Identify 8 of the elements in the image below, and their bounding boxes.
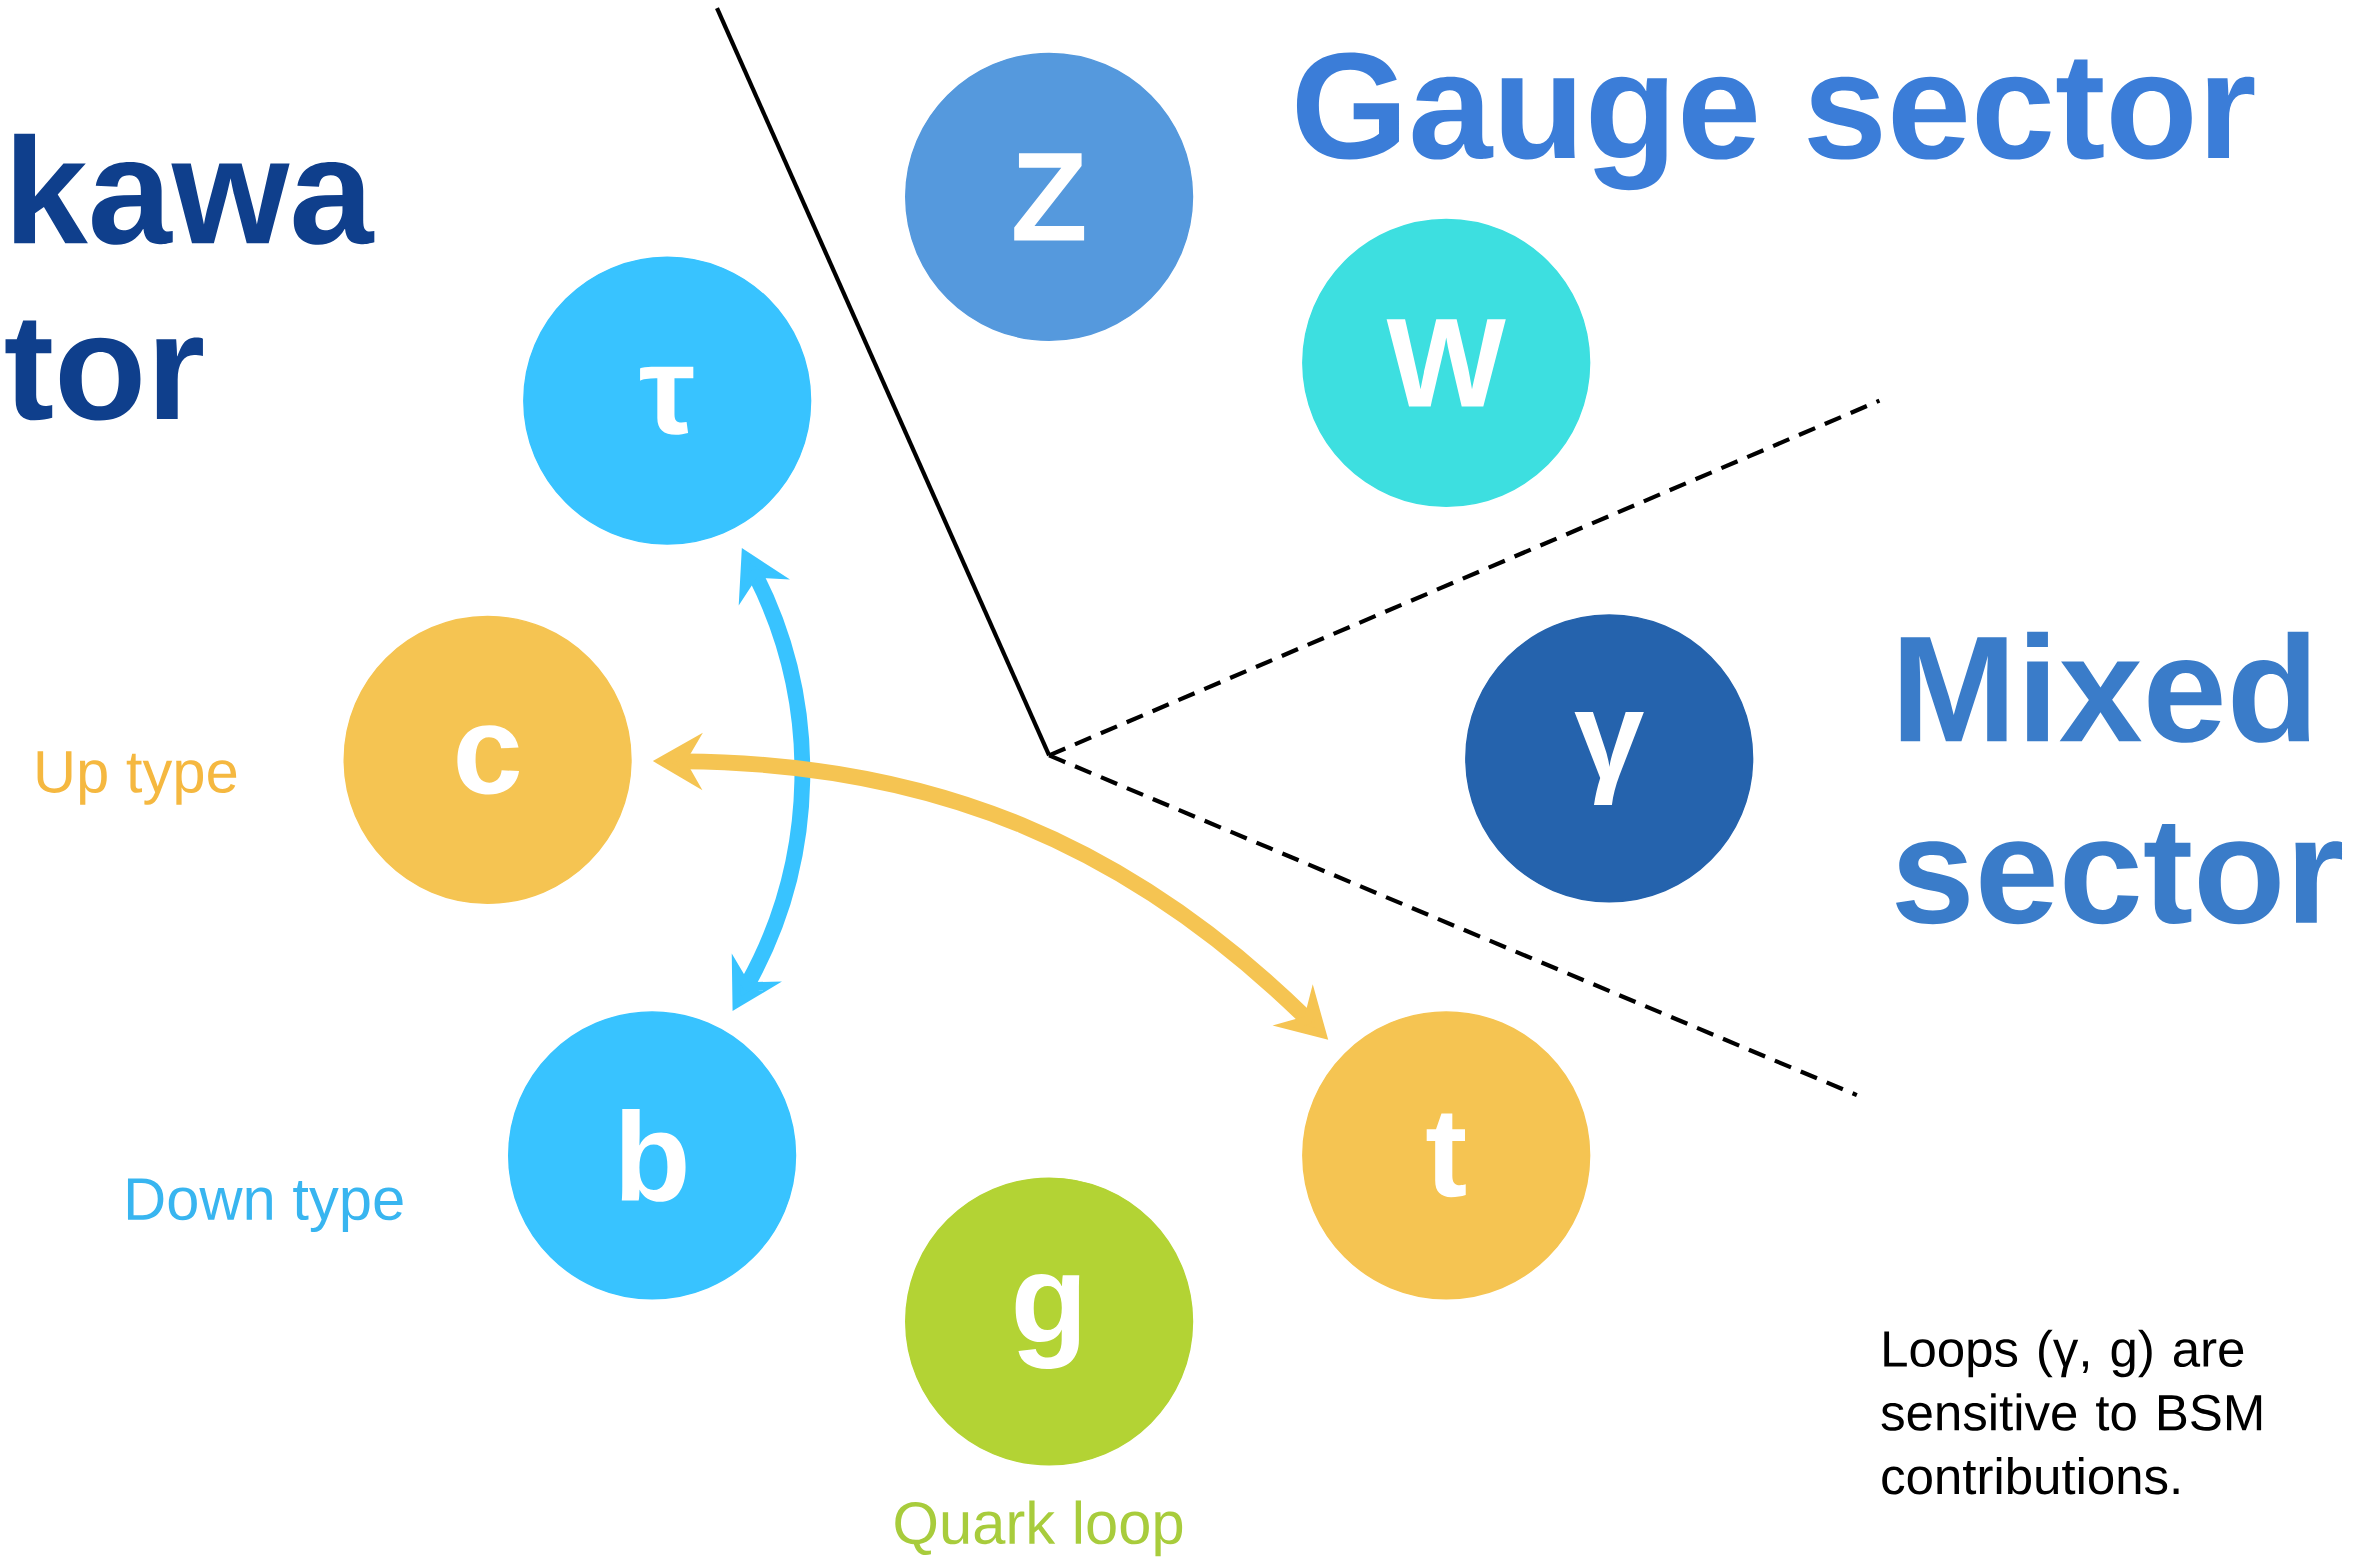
type-label: Down type	[127, 1178, 403, 1233]
note-text: Loops (γ, g) are sensitive to BSM contributions.	[1881, 1329, 2262, 1495]
type-label: Quark loop	[895, 1500, 1183, 1557]
type-label: Up type	[37, 751, 237, 805]
sector-title: Gauge sector	[1296, 52, 2255, 191]
sector-title: tor	[5, 320, 203, 421]
sector-title: kawa	[14, 133, 375, 245]
sector-title: Mixed sector	[1896, 631, 2343, 925]
